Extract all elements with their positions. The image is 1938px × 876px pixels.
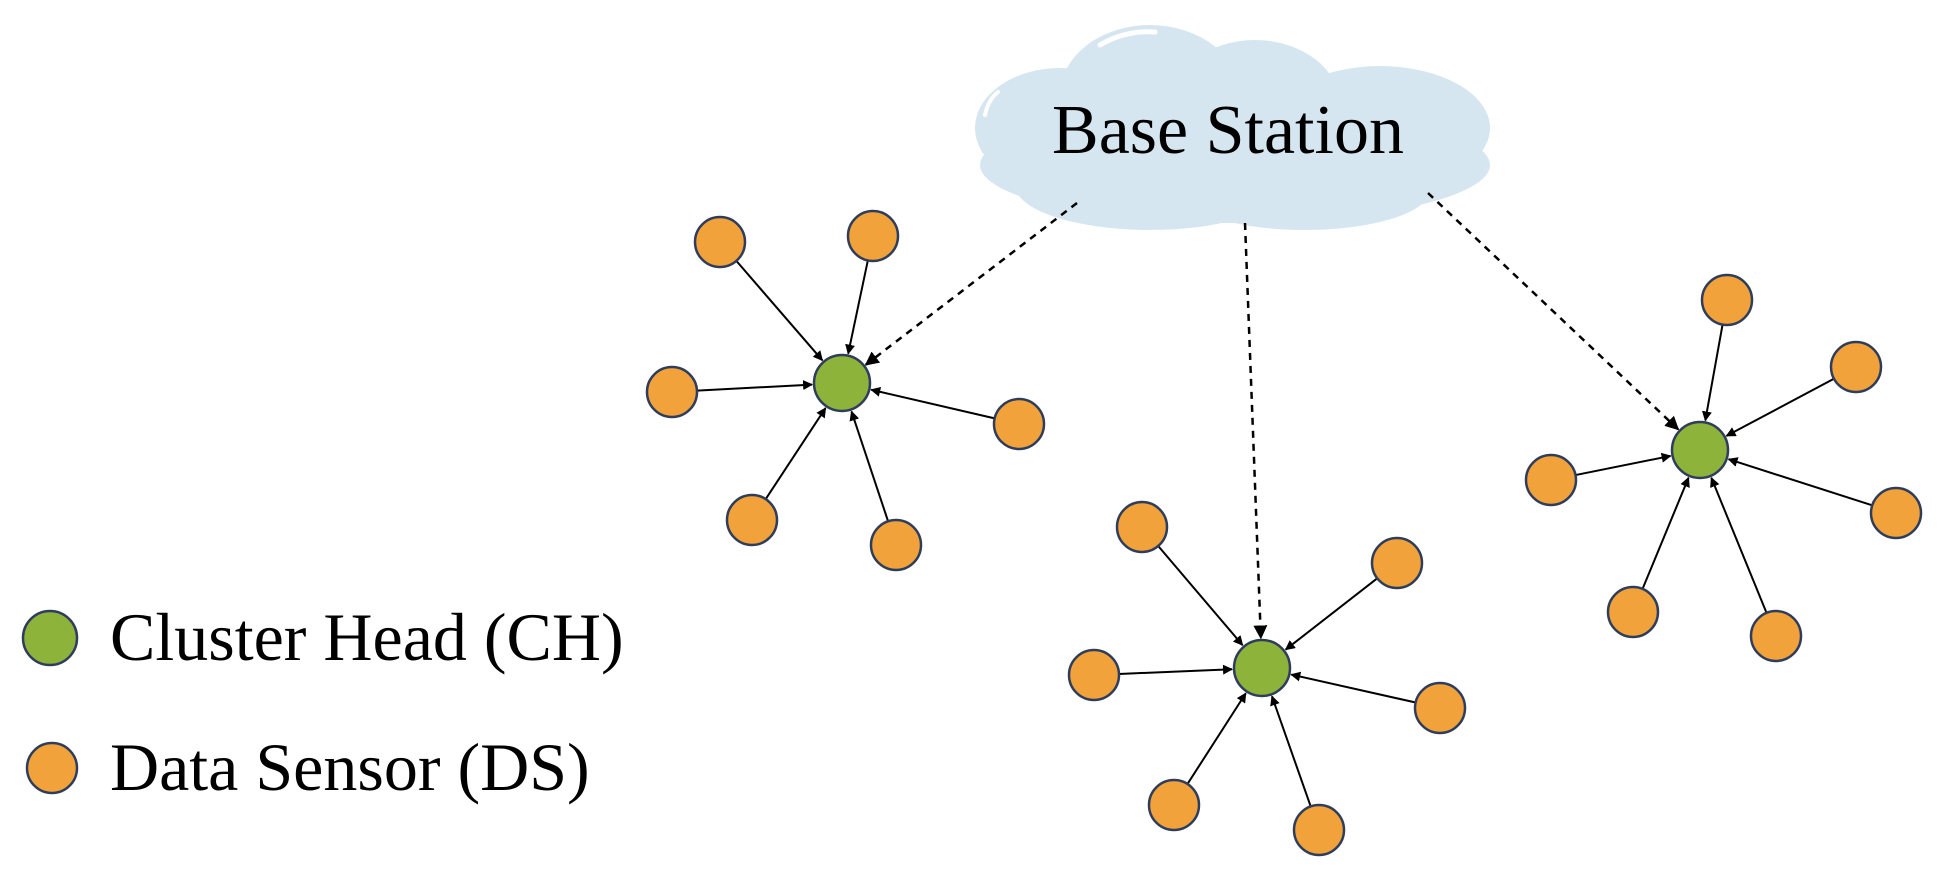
sensor-link-arrow: [1725, 377, 1835, 437]
data-sensor-node: [1147, 778, 1201, 832]
data-sensor-node: [693, 215, 747, 269]
data-sensor-node: [1829, 340, 1883, 394]
sensor-link-arrow: [1284, 577, 1378, 651]
cluster-head-legend-icon: [21, 609, 79, 667]
uplink-dashed-arrow: [1243, 222, 1268, 640]
data-sensor-node: [725, 493, 779, 547]
sensor-link-arrow: [1157, 545, 1244, 646]
data-sensor-node: [1370, 536, 1424, 590]
links: [696, 192, 1873, 807]
data-sensor-legend-label: Data Sensor (DS): [110, 729, 590, 805]
legend: Cluster Head (CH) Data Sensor (DS): [21, 599, 624, 805]
data-sensor-legend-icon: [25, 741, 79, 795]
cluster-head-node: [1232, 638, 1292, 698]
sensor-link-arrow: [845, 260, 869, 355]
data-sensor-node: [1067, 648, 1121, 702]
uplink-dashed-arrow: [864, 202, 1078, 366]
data-sensor-node: [645, 365, 699, 419]
cluster-head-node: [1670, 420, 1730, 480]
sensor-link-arrow: [870, 386, 995, 420]
nodes: [645, 209, 1923, 857]
data-sensor-node: [1700, 273, 1754, 327]
sensor-link-arrow: [1710, 476, 1768, 614]
data-sensor-node: [1524, 453, 1578, 507]
cloud-icon: [975, 25, 1490, 230]
sensor-link-arrow: [735, 260, 824, 362]
sensor-link-arrow: [849, 410, 890, 522]
data-sensor-node: [1413, 681, 1467, 735]
data-sensor-node: [1292, 803, 1346, 857]
sensor-link-arrow: [1118, 664, 1234, 675]
sensor-link-arrow: [1186, 692, 1247, 785]
sensor-link-arrow: [1641, 476, 1690, 590]
sensor-link-arrow: [764, 407, 827, 500]
data-sensor-node: [1749, 609, 1803, 663]
data-sensor-node: [846, 209, 900, 263]
data-sensor-node: [1115, 500, 1169, 554]
uplink-dashed-arrow: [1427, 192, 1680, 431]
sensor-link-arrow: [1270, 695, 1312, 807]
sensor-link-arrow: [1290, 671, 1416, 704]
data-sensor-node: [869, 518, 923, 572]
sensor-link-arrow: [1701, 324, 1724, 422]
base-station-cloud: Base Station: [975, 25, 1490, 230]
data-sensor-node: [992, 397, 1046, 451]
sensor-link-arrow: [1575, 452, 1672, 477]
data-sensor-node: [1869, 486, 1923, 540]
cluster-head-node: [812, 353, 872, 413]
base-station-label: Base Station: [1052, 92, 1404, 169]
sensor-link-arrow: [696, 380, 814, 392]
sensor-link-arrow: [1727, 457, 1873, 507]
cluster-head-legend-label: Cluster Head (CH): [110, 599, 624, 675]
data-sensor-node: [1606, 585, 1660, 639]
